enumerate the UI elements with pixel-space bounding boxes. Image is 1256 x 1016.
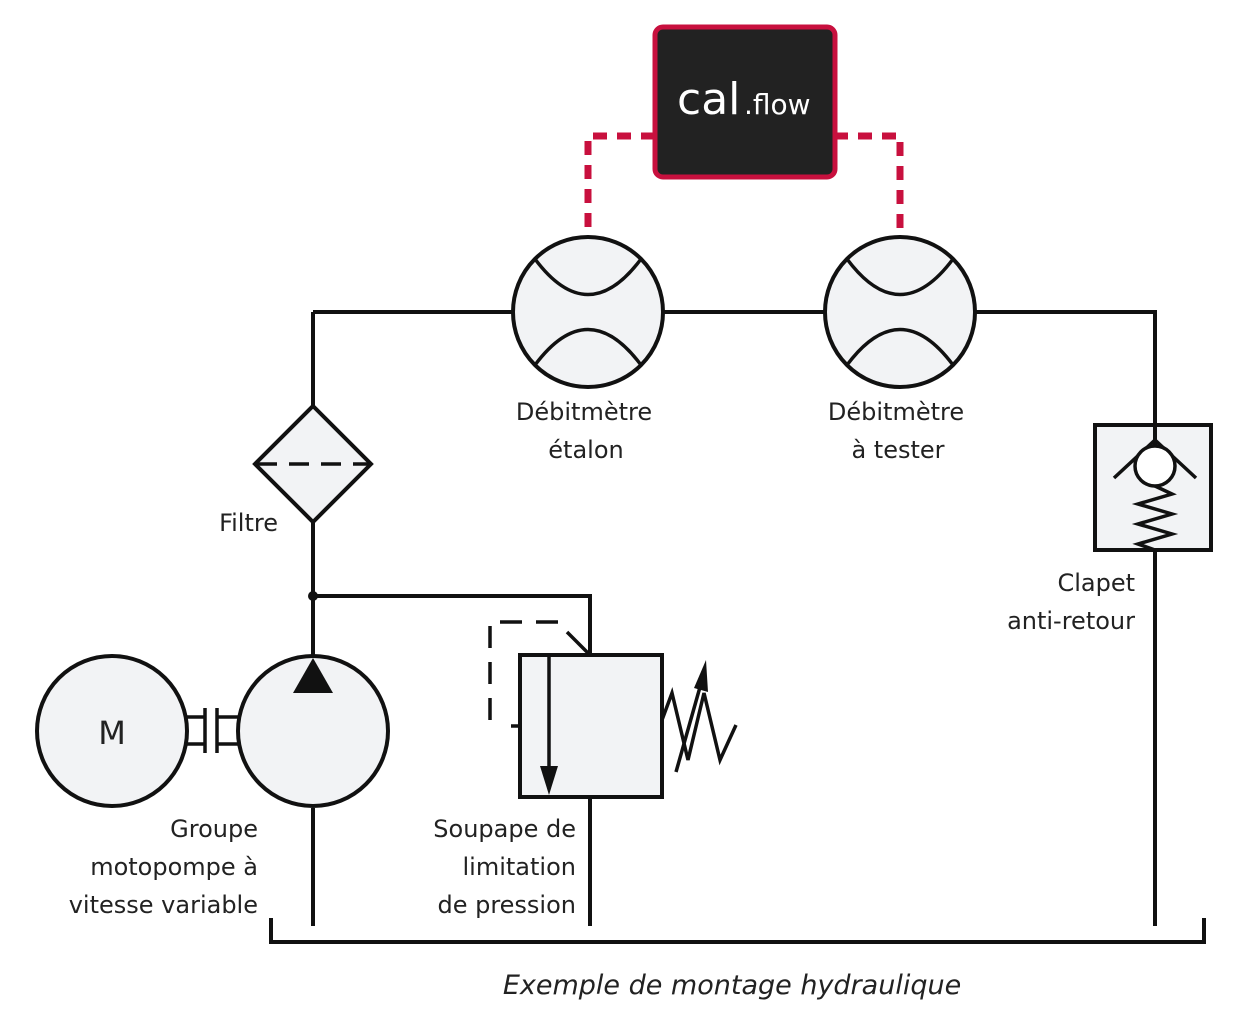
check-valve-label-1: Clapet (1057, 569, 1135, 597)
relief-valve-flow-arrow (540, 766, 558, 795)
pump-direction-arrow (293, 658, 333, 693)
signal-link-test (834, 132, 904, 238)
flowmeter-reference-label-2: étalon (548, 436, 623, 464)
filter (252, 403, 374, 525)
flowmeter-test (823, 235, 977, 389)
relief-valve-label-1: Soupape de (433, 815, 576, 843)
motor-symbol: M (98, 714, 126, 752)
pipe-top-right (975, 310, 1157, 425)
relief-valve-label-3: de pression (437, 891, 576, 919)
filter-body (252, 403, 374, 525)
relief-valve-pilot-tick (565, 630, 590, 655)
calflow-box (652, 24, 838, 180)
check-valve-spring (1131, 484, 1179, 552)
pump-group-label-2: motopompe à (90, 853, 258, 881)
relief-valve (488, 620, 738, 799)
motor-body (35, 654, 189, 808)
flowmeter-test-label-2: à tester (851, 436, 944, 464)
calflow-unit: cal .flow (652, 24, 838, 180)
flowmeter-reference-bottom-arc (533, 327, 643, 367)
relief-valve-adjust-arrow (694, 660, 708, 692)
relief-valve-label-2: limitation (463, 853, 576, 881)
check-valve-ball (1133, 444, 1177, 488)
flowmeter-reference-top-arc (533, 257, 643, 297)
check-valve (1093, 423, 1213, 552)
flowmeter-reference (511, 235, 665, 389)
relief-valve-body (518, 653, 664, 799)
signal-link-reference (584, 132, 655, 238)
check-valve-seat (1112, 437, 1198, 480)
coupling-right (215, 708, 240, 753)
flowmeter-test-top-arc (845, 257, 955, 297)
pump-group-label-1: Groupe (170, 815, 258, 843)
junction-dot (308, 591, 318, 601)
diagram-caption: Exemple de montage hydraulique (503, 970, 961, 1001)
coupling-left (186, 708, 207, 753)
flowmeter-test-label-1: Débitmètre (828, 398, 964, 426)
calflow-logo-main: cal (677, 74, 740, 125)
pump (236, 654, 390, 808)
tank-symbol (269, 918, 1206, 944)
relief-valve-adjust-line (674, 679, 704, 773)
flowmeter-test-bottom-arc (845, 327, 955, 367)
motor: M (35, 654, 189, 808)
pipe-branch-relief (313, 594, 592, 655)
check-valve-label-2: anti-retour (1007, 607, 1135, 635)
calflow-logo-sub: .flow (744, 88, 811, 121)
shaft-coupling (186, 708, 240, 753)
filter-label: Filtre (219, 509, 278, 537)
pump-body (236, 654, 390, 808)
relief-valve-spring (660, 686, 738, 766)
flowmeter-reference-label-1: Débitmètre (516, 398, 652, 426)
pump-group-label-3: vitesse variable (69, 891, 258, 919)
